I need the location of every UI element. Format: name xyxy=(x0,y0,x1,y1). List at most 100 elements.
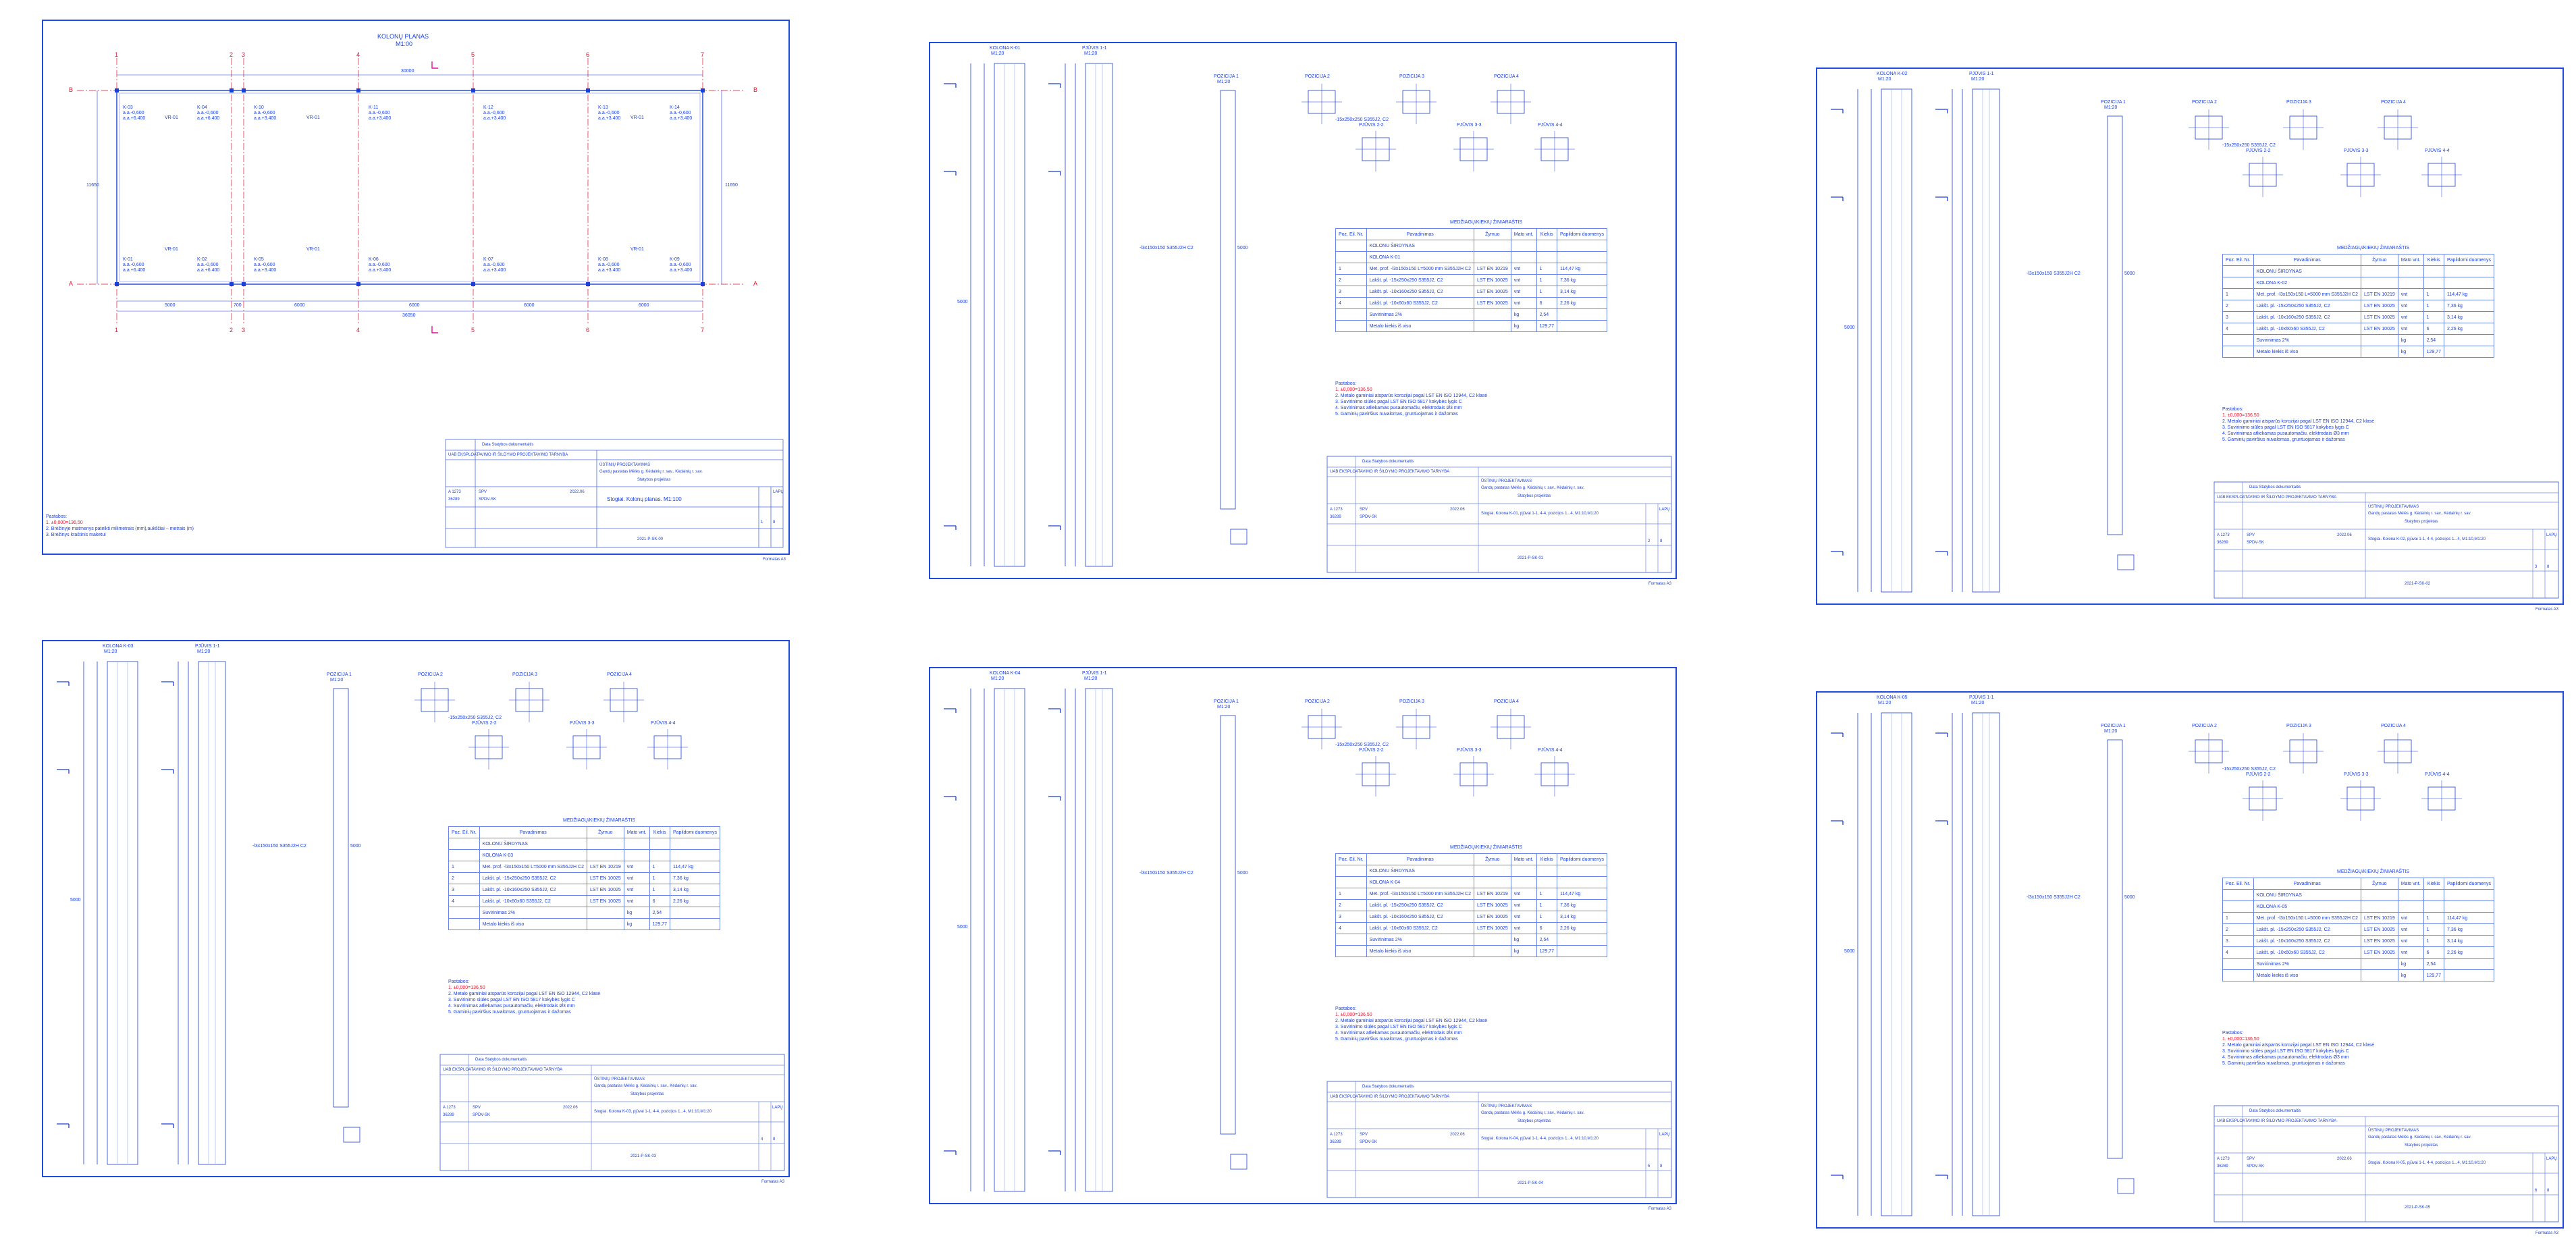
dim-bottom-total: 36050 xyxy=(402,313,416,318)
section-title: PJŪVIS 1-1 xyxy=(1082,46,1107,51)
spec-group: KOLONU ŠIRDYNAS xyxy=(2253,889,2361,901)
tb-stage: Statybos projektas xyxy=(630,1092,664,1096)
spec-cell: 4 xyxy=(2222,946,2254,959)
spec-header-cell: Kiekis xyxy=(649,826,670,838)
format-label: Formatas A3 xyxy=(2535,608,2559,612)
section-title: PJŪVIS 4-4 xyxy=(2425,149,2450,153)
spec-cell: Lakšt. pl. -15x250x250 S355J2, C2 xyxy=(1366,274,1474,286)
spec-cell: 2 xyxy=(448,872,480,884)
spec-cell: 1 xyxy=(1536,888,1557,900)
spec-cell: LST EN 10025 xyxy=(1473,899,1511,911)
tb-stage: Statybos projektas xyxy=(1518,1119,1551,1123)
spec-cell: 3,14 kg xyxy=(2443,311,2494,323)
dim-height: 5000 xyxy=(70,898,81,903)
tb-date: 2022.06 xyxy=(2337,533,2352,537)
tb-sheet-title: Stogiai. Kolonų planas. M1:100 xyxy=(607,496,682,502)
dim-height: 5000 xyxy=(1844,949,1855,954)
scale-label: M1:20 xyxy=(1217,80,1231,84)
tb-role: SPV xyxy=(2247,533,2255,537)
spec-header-cell: Kiekis xyxy=(1536,228,1557,240)
spec-header-cell: Papildomi duomenys xyxy=(2443,878,2494,890)
tb-cert: A 1273 xyxy=(2217,1157,2230,1161)
spec-cell: 1 xyxy=(1536,263,1557,275)
spec-title: MEDŽIAGŲ/KIEKIŲ ŽINIARAŠTIS xyxy=(2337,869,2409,874)
spec-cell: 1 xyxy=(448,861,480,873)
axis-label-5-bottom: 5 xyxy=(471,327,475,333)
scale-label: M1:20 xyxy=(991,676,1004,681)
spec-header-cell: Mato vnt. xyxy=(2397,254,2424,266)
format-label: Formatas A3 xyxy=(763,558,786,562)
scale-label: M1:20 xyxy=(1971,77,1985,82)
spec-cell: 2 xyxy=(1335,274,1367,286)
position-title: POZICIJA 3 xyxy=(2286,724,2311,728)
spec-cell: Lakšt. pl. -10x160x250 S355J2, C2 xyxy=(2253,935,2361,947)
tb-role: SPDV-SK xyxy=(1360,515,1378,519)
axis-label-3-bottom: 3 xyxy=(242,327,246,333)
section-title: PJŪVIS 1-1 xyxy=(195,644,220,649)
spec-row: KOLONA K-02 xyxy=(2222,277,2494,289)
tb-role: SPDV-SK xyxy=(479,497,497,502)
tb-company: UAB EKSPLOATAVIMO IR ŠILDYMO PROJEKTAVIM… xyxy=(1330,1095,1450,1099)
spec-cell: LST EN 10219 xyxy=(1473,263,1511,275)
axis-label-2-bottom: 2 xyxy=(230,327,234,333)
plate-spec: -15x250x250 S355J2, C2 xyxy=(2222,767,2276,772)
spec-header-cell: Mato vnt. xyxy=(1510,228,1537,240)
spec-cell: vnt xyxy=(2397,923,2424,936)
tb-cert: A 1273 xyxy=(443,1106,456,1110)
tb-address: Gandų pastatas Mėlės g. Kėdainių r. sav.… xyxy=(2368,512,2471,516)
tb-lapu-label: LAPŲ xyxy=(772,1106,783,1110)
row-label-a: A xyxy=(69,280,74,287)
tb-company: UAB EKSPLOATAVIMO IR ŠILDYMO PROJEKTAVIM… xyxy=(448,453,568,457)
spec-header-cell: Pavadinimas xyxy=(2253,878,2361,890)
plan-drawing xyxy=(77,58,784,548)
row-label-b-right: B xyxy=(753,86,758,93)
spec-group: KOLONU ŠIRDYNAS xyxy=(479,838,587,850)
section-title: PJŪVIS 1-1 xyxy=(1082,671,1107,676)
section-title: PJŪVIS 2-2 xyxy=(2246,149,2271,153)
section-title: PJŪVIS 2-2 xyxy=(2246,772,2271,777)
tb-company: UAB EKSPLOATAVIMO IR ŠILDYMO PROJEKTAVIM… xyxy=(1330,470,1450,474)
tb-rev: Data Statybos dokumentaitis xyxy=(1362,1085,1414,1089)
tb-date: 2022.06 xyxy=(2337,1157,2352,1161)
spec-cell: 1 xyxy=(2222,288,2254,300)
tb-sheet-no: 2 xyxy=(1648,539,1651,543)
scale-label: M1:20 xyxy=(2104,729,2118,734)
tb-lapu-label: LAPŲ xyxy=(2546,1157,2557,1161)
spec-cell: 114,47 kg xyxy=(669,861,720,873)
tb-sheet-count: 8 xyxy=(773,1137,776,1141)
spec-cell: Lakšt. pl. -10x160x250 S355J2, C2 xyxy=(2253,311,2361,323)
dim-height-right: 11650 xyxy=(725,183,738,188)
tb-company: UAB EKSPLOATAVIMO IR ŠILDYMO PROJEKTAVIM… xyxy=(2217,495,2337,500)
tb-sheet-title: Stogiai. Kolona K-04, pjūvai 1-1, 4-4, p… xyxy=(1481,1137,1599,1141)
spec-cell: vnt xyxy=(1510,297,1537,309)
spec-cell: 7,36 kg xyxy=(2443,300,2494,312)
spec-cell: LST EN 10025 xyxy=(586,872,624,884)
spec-cell: vnt xyxy=(1510,263,1537,275)
spec-table-wrap: MEDŽIAGŲ/KIEKIŲ ŽINIARAŠTIS Poz. Eil. Nr.… xyxy=(2222,869,2494,981)
spec-cell: Lakšt. pl. -10x60x60 S355J2, C2 xyxy=(2253,323,2361,335)
tb-address: Gandų pastatas Mėlės g. Kėdainių r. sav.… xyxy=(1481,486,1584,490)
spec-title: MEDŽIAGŲ/KIEKIŲ ŽINIARAŠTIS xyxy=(1450,220,1522,225)
tb-role: SPV xyxy=(1360,1133,1368,1137)
position-title: POZICIJA 3 xyxy=(2286,100,2311,105)
spec-cell: 1 xyxy=(1536,899,1557,911)
spec-row: KOLONA K-05 xyxy=(2222,900,2494,913)
spec-cell: 3,14 kg xyxy=(669,884,720,896)
dim-height: 5000 xyxy=(1237,246,1248,250)
section-title: PJŪVIS 3-3 xyxy=(2344,149,2369,153)
row-label-b: B xyxy=(69,86,74,93)
